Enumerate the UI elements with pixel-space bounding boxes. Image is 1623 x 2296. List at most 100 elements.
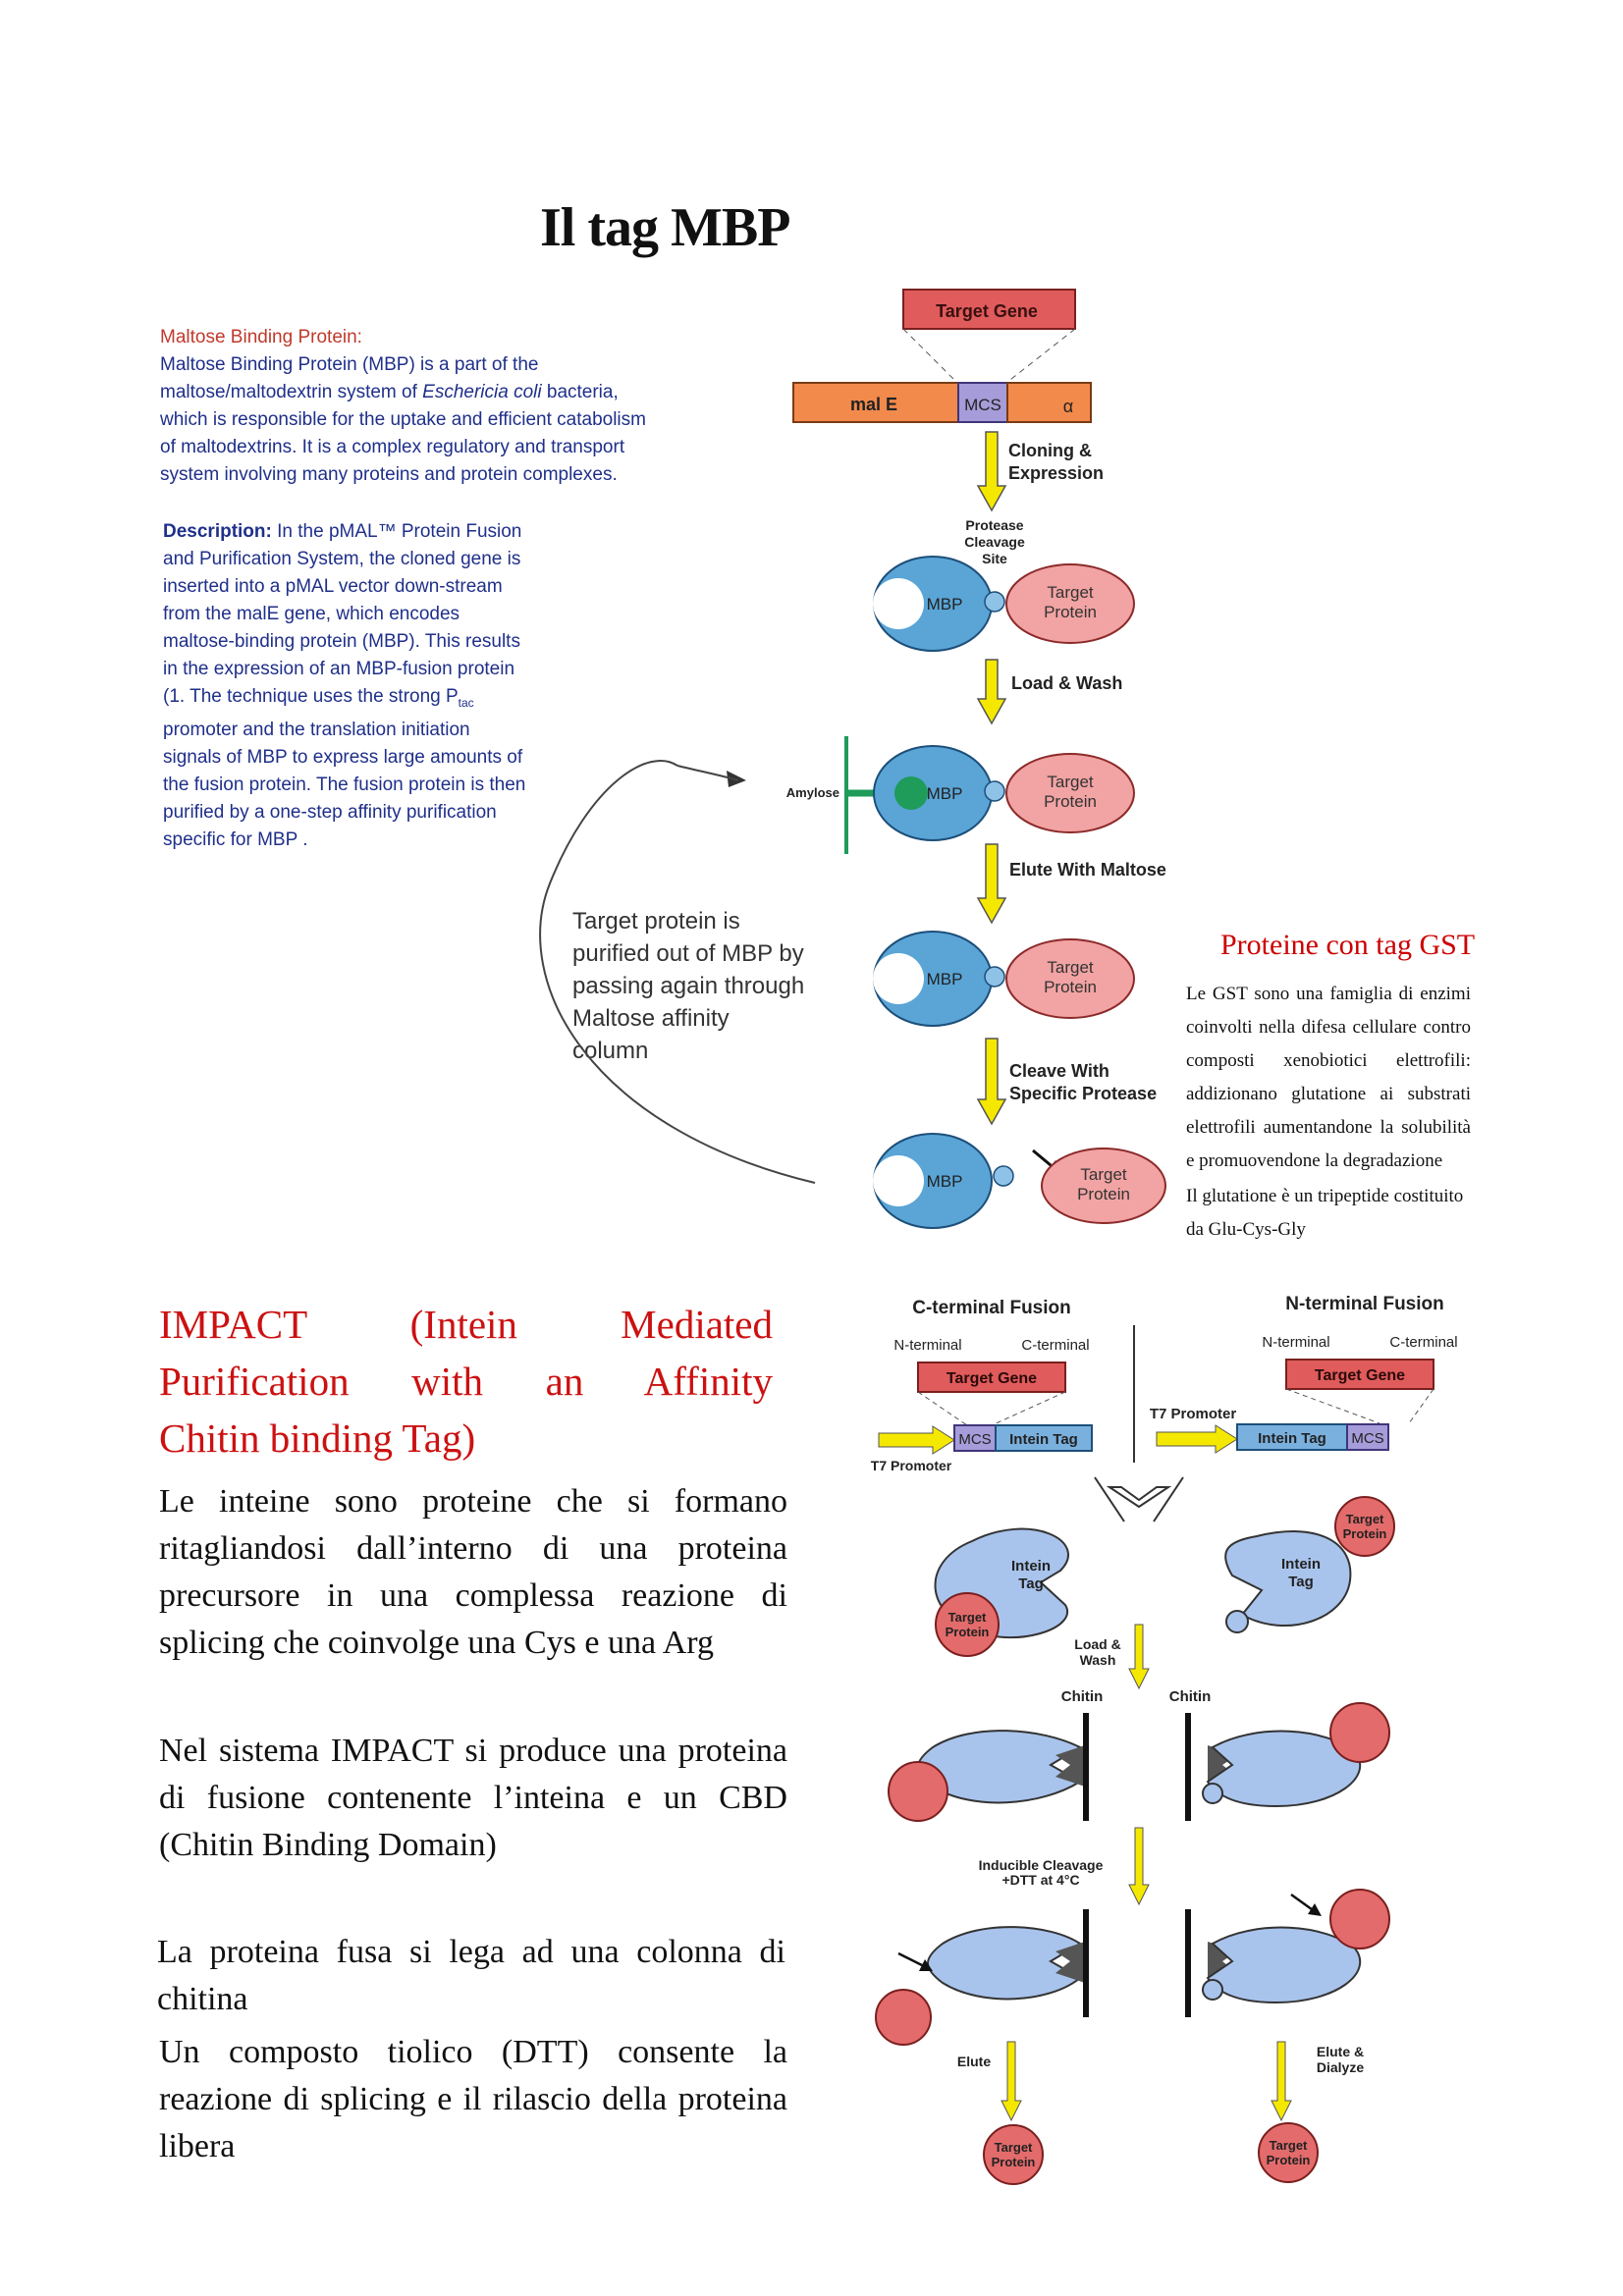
gst-body-2: Il glutatione è un tripeptide costituito… — [1186, 1186, 1464, 1240]
step-arrow-3 — [976, 843, 1007, 925]
mbp-fusion-row-1: MBP Target Protein — [873, 556, 1135, 652]
target-protein-label: Protein — [1044, 603, 1097, 621]
c-fusion-cleaved — [875, 1909, 1089, 2046]
tag-label: Tag — [1018, 1575, 1044, 1592]
impact-title-line: IMPACT (Intein Mediated — [159, 1302, 773, 1347]
mcs-label: MCS — [1351, 1430, 1383, 1447]
elute-arrow — [1001, 2041, 1022, 2122]
load-label: Load & — [1074, 1636, 1120, 1652]
tag-label: Tag — [1288, 1574, 1314, 1590]
mbp-description: Description: In the pMAL™ Protein Fusion… — [163, 518, 526, 854]
alpha-label: α — [1063, 397, 1073, 416]
n-fusion-bound — [1185, 1702, 1390, 1821]
target-label: Target — [995, 2140, 1033, 2155]
elute-dialyze-arrow — [1271, 2041, 1292, 2122]
elute-dialyze-label: Dialyze — [1317, 2059, 1364, 2075]
description-subscript: tac — [458, 695, 474, 710]
split-arrow — [1106, 1486, 1172, 1509]
target-label: Target — [948, 1610, 987, 1625]
c-terminal-label: C-terminal — [1389, 1334, 1457, 1351]
step3-label: Elute With Maltose — [1009, 860, 1166, 880]
intein-tag-segment — [1236, 1423, 1348, 1451]
target-protein-label: Protein — [1044, 792, 1097, 811]
mbp-fusion-row-3: MBP Target Protein — [873, 931, 1135, 1027]
mbp-fusion-row-4: MBP Target Protein — [873, 1133, 1166, 1229]
target-protein-label: Target — [1080, 1165, 1127, 1184]
protein-label: Protein — [1343, 1526, 1387, 1541]
mcs-label: MCS — [958, 1431, 991, 1448]
recycle-note: Target protein is purified out of MBP by… — [572, 908, 805, 1064]
male-segment — [792, 382, 959, 423]
t7-label: T7 Promoter — [1150, 1406, 1237, 1422]
mbp-intro-line: Maltose Binding Protein (MBP) is a part … — [160, 354, 539, 375]
target-protein-label: Protein — [1044, 978, 1097, 996]
mbp-diagram: Target Gene mal E MCS α Cloning & Expres… — [539, 289, 1166, 1229]
load-label: Wash — [1080, 1652, 1116, 1668]
impact-paragraph-3: La proteina fusa si lega ad una colonna … — [157, 1934, 785, 2017]
cleavage-label: +DTT at 4°C — [1001, 1872, 1079, 1888]
mbp-intro-species: Eschericia coli — [422, 382, 542, 402]
final-target-protein-right: Target Protein — [1258, 2122, 1319, 2183]
target-protein-label: Target — [1047, 958, 1094, 977]
final-target-protein-left: Target Protein — [983, 2124, 1044, 2185]
mbp-intro-line: which is responsible for the uptake and … — [160, 409, 646, 430]
target-gene-box — [917, 1362, 1066, 1393]
mbp-label: MBP — [927, 1172, 963, 1191]
mbp-intro: Maltose Binding Protein: Maltose Binding… — [160, 324, 671, 489]
impact-diagram: C-terminal Fusion N-terminal Fusion N-te… — [871, 1294, 1458, 2185]
amylose-label: Amylose — [786, 785, 839, 800]
n-terminal-label: N-terminal — [893, 1337, 961, 1354]
c-terminal-label: C-terminal — [1021, 1337, 1089, 1354]
step1-label: Expression — [1008, 463, 1104, 483]
n-fusion-cleaved — [1185, 1889, 1390, 2017]
description-text: promoter and the translation initiation … — [163, 719, 526, 850]
mbp-label: MBP — [927, 595, 963, 614]
t7-arrow — [1156, 1424, 1238, 1454]
chitin-label: Chitin — [1169, 1688, 1212, 1705]
cleavage-arrow — [1128, 1827, 1150, 1906]
target-protein-label: Target — [1047, 583, 1094, 602]
step1-label: Cloning & — [1008, 441, 1092, 460]
elute-dialyze-label: Elute & — [1317, 2044, 1364, 2059]
mbp-label: MBP — [927, 970, 963, 988]
cleavage-site-label: Protease — [965, 517, 1023, 533]
mbp-intro-text: bacteria, — [541, 382, 619, 402]
mbp-intro-line: of maltodextrins. It is a complex regula… — [160, 437, 625, 457]
description-text: In the pMAL™ Protein Fusion and Purifica… — [163, 521, 522, 707]
mcs-label: MCS — [964, 396, 1001, 414]
mbp-intro-heading: Maltose Binding Protein: — [160, 327, 362, 347]
mbp-intro-text: maltose/maltodextrin system of — [160, 382, 423, 402]
cleavage-site-label: Site — [982, 551, 1007, 566]
target-protein-label: Protein — [1077, 1185, 1130, 1203]
t7-label: T7 Promoter — [871, 1458, 952, 1473]
gst-body: Le GST sono una famiglia di enzimi coinv… — [1186, 984, 1471, 1171]
intein-label: Intein — [1281, 1556, 1321, 1573]
mbp-fusion-row-2: Amylose MBP Target Protein — [786, 736, 1135, 854]
target-label: Target — [1270, 2138, 1308, 2153]
impact-paragraph-4: Un composto tiolico (DTT) consente la re… — [159, 2034, 787, 2164]
target-protein-label: Target — [1047, 773, 1094, 791]
cleavage-site-label: Cleavage — [964, 534, 1025, 550]
step-arrow-2 — [976, 659, 1007, 725]
intein-tag-label: Intein Tag — [1009, 1431, 1078, 1448]
c-fusion-bound — [888, 1713, 1089, 1822]
t7-arrow — [878, 1425, 955, 1455]
impact-title: IMPACT (Intein Mediated Purification wit… — [159, 1296, 773, 1467]
gst-title: Proteine con tag GST — [1220, 929, 1476, 961]
chitin-label: Chitin — [1061, 1688, 1104, 1705]
protein-label: Protein — [992, 2155, 1036, 2169]
intein-label: Intein — [1011, 1558, 1051, 1575]
impact-paragraph-1: Le inteine sono proteine che si formano … — [159, 1483, 787, 1661]
step-arrow-4 — [976, 1038, 1007, 1126]
n-fusion-protein: Intein Tag Target Protein — [1224, 1496, 1395, 1633]
load-arrow — [1128, 1624, 1150, 1690]
impact-paragraph-2: Nel sistema IMPACT si produce una protei… — [159, 1733, 787, 1863]
mbp-intro-line: system involving many proteins and prote… — [160, 464, 618, 485]
recycle-arrow — [539, 760, 816, 1184]
target-gene-box — [902, 289, 1076, 330]
cleavage-label: Inducible Cleavage — [979, 1857, 1104, 1873]
n-terminal-label: N-terminal — [1262, 1334, 1329, 1351]
page-title: Il tag MBP — [540, 197, 790, 258]
description-label: Description: — [163, 521, 272, 542]
protein-label: Protein — [1267, 2153, 1311, 2167]
